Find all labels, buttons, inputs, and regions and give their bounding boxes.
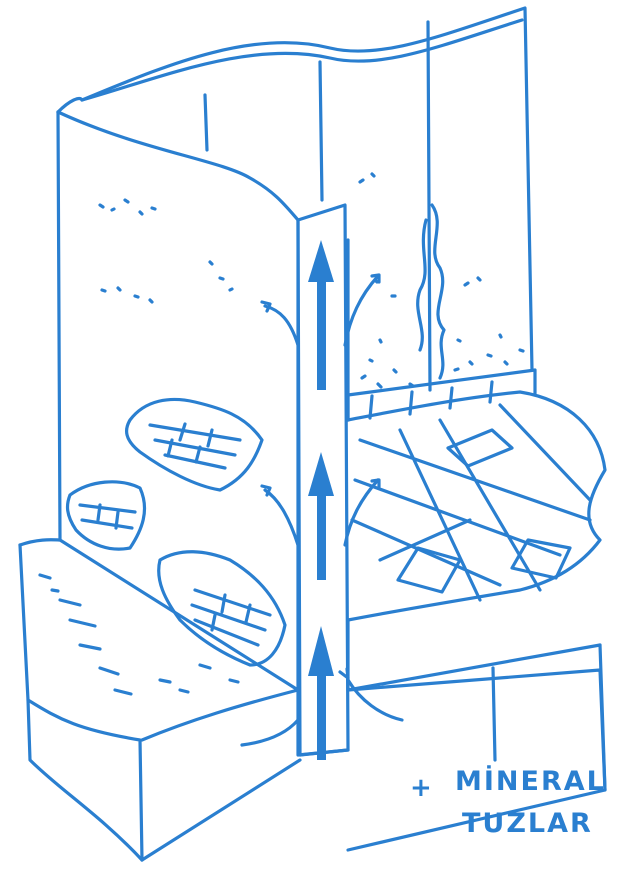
floor-tiles bbox=[348, 370, 605, 620]
arrow-up-icon bbox=[308, 240, 334, 760]
back-wall bbox=[82, 8, 532, 420]
exposed-bricks bbox=[68, 399, 285, 665]
label-tuzlar: TUZLAR bbox=[462, 810, 593, 837]
label-mineral: MİNERAL bbox=[455, 768, 606, 795]
plus-sign: + bbox=[410, 775, 434, 801]
front-wall bbox=[58, 99, 348, 756]
